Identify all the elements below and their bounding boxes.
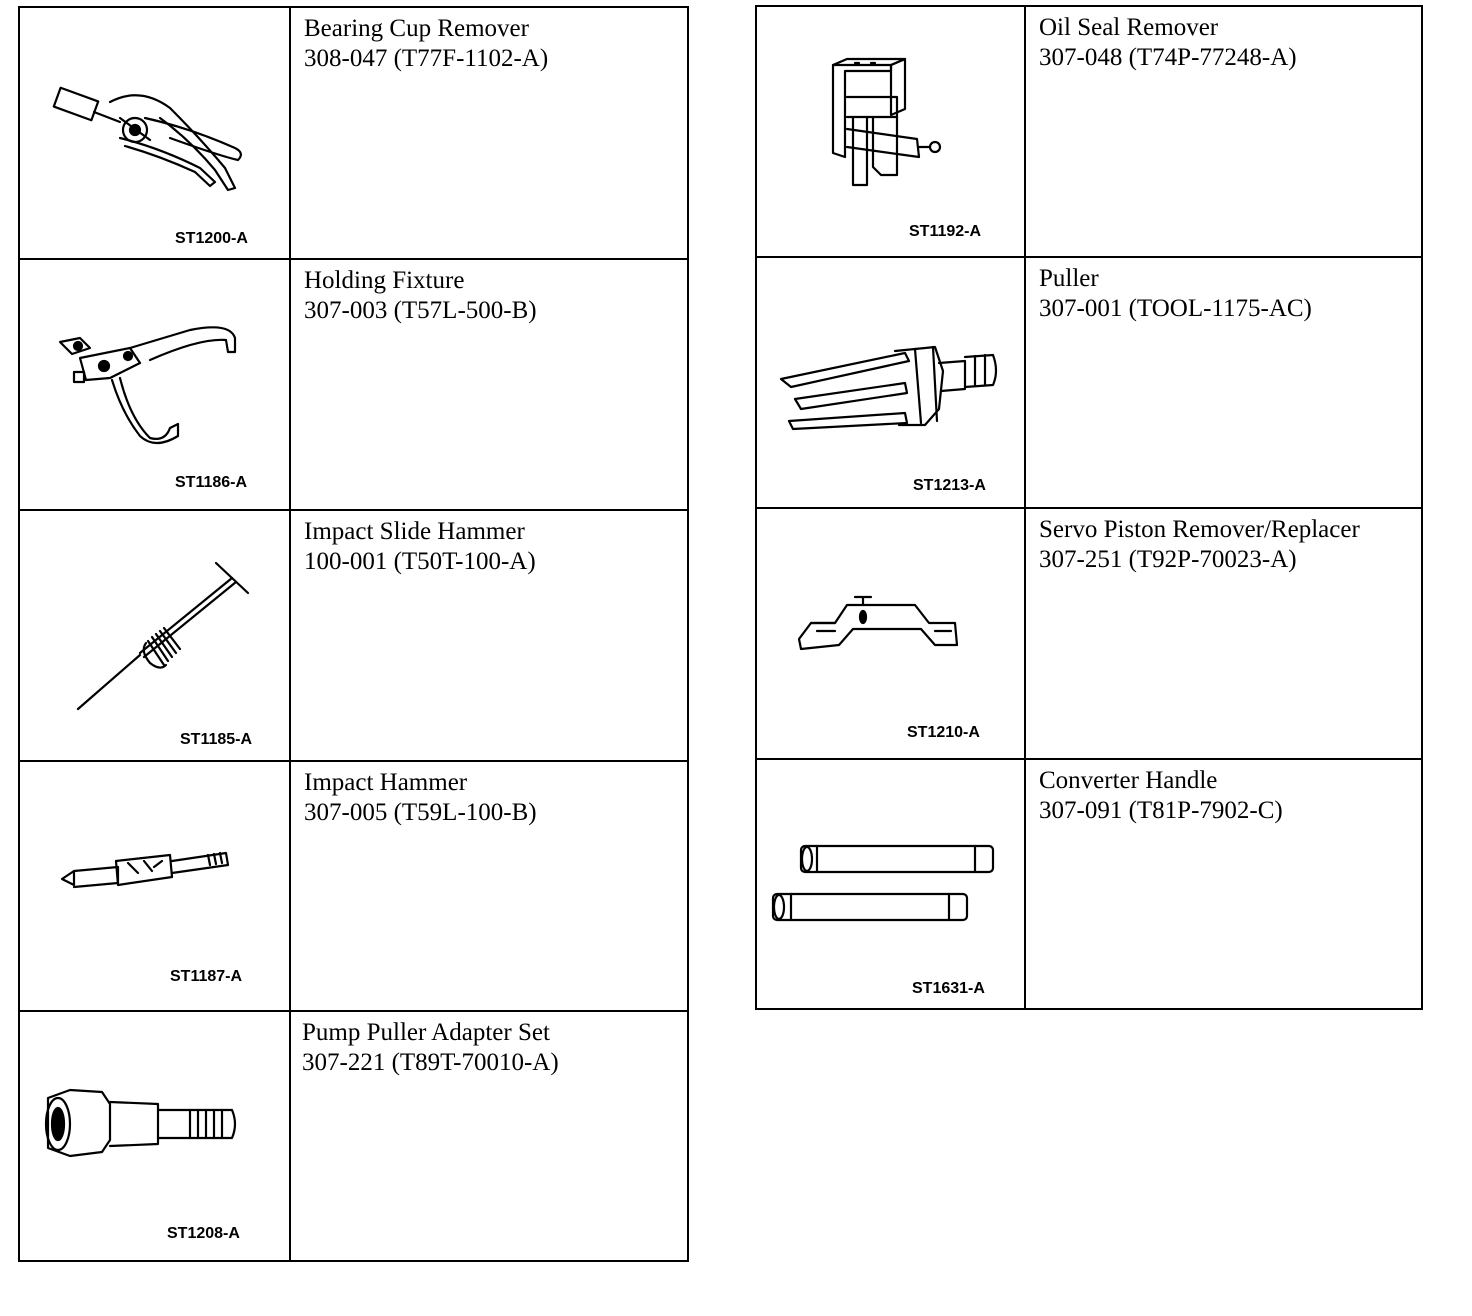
- tool-image-cell: ST1192-A: [757, 7, 1026, 256]
- left-tool-table: ST1200-A Bearing Cup Remover 308-047 (T7…: [18, 6, 689, 1262]
- image-code: ST1213-A: [913, 477, 986, 494]
- tool-image-cell: ST1210-A: [757, 509, 1026, 758]
- tool-number: 307-091 (T81P-7902-C): [1039, 797, 1283, 824]
- tool-row: ST1210-A Servo Piston Remover/Replacer 3…: [757, 509, 1421, 760]
- tool-image-cell: ST1631-A: [757, 760, 1026, 1010]
- tool-text-cell: Impact Slide Hammer 100-001 (T50T-100-A): [291, 511, 687, 760]
- tool-number: 307-003 (T57L-500-B): [304, 297, 537, 324]
- tool-image-cell: ST1213-A: [757, 258, 1026, 507]
- servo-piston-tool-icon: [797, 595, 959, 651]
- tool-row: ST1200-A Bearing Cup Remover 308-047 (T7…: [20, 8, 687, 260]
- tool-number: 308-047 (T77F-1102-A): [304, 45, 549, 72]
- holding-fixture-icon: [58, 326, 237, 445]
- puller-icon: [779, 345, 998, 431]
- impact-hammer-icon: [60, 851, 230, 889]
- tool-row: ST1631-A Converter Handle 307-091 (T81P-…: [757, 760, 1421, 1010]
- impact-slide-hammer-icon: [76, 561, 250, 711]
- tool-number: 307-251 (T92P-70023-A): [1039, 546, 1297, 573]
- tool-number: 307-001 (TOOL-1175-AC): [1039, 295, 1312, 322]
- tool-name: Bearing Cup Remover: [304, 15, 529, 42]
- image-code: ST1185-A: [180, 731, 253, 748]
- tool-image-cell: ST1187-A: [20, 762, 291, 1010]
- bearing-cup-remover-icon: [52, 86, 242, 192]
- tool-text-cell: Oil Seal Remover 307-048 (T74P-77248-A): [1026, 7, 1421, 256]
- tool-name: Puller: [1039, 265, 1099, 292]
- tool-text-cell: Pump Puller Adapter Set 307-221 (T89T-70…: [289, 1012, 687, 1262]
- image-code: ST1192-A: [909, 223, 982, 240]
- tool-image-cell: ST1200-A: [20, 8, 291, 258]
- tool-name: Impact Slide Hammer: [304, 518, 525, 545]
- image-code: ST1208-A: [167, 1225, 240, 1242]
- image-code: ST1200-A: [175, 230, 248, 247]
- tool-name: Holding Fixture: [304, 267, 465, 294]
- tool-row: ST1187-A Impact Hammer 307-005 (T59L-100…: [20, 762, 687, 1012]
- converter-handle-icon: [771, 844, 995, 922]
- tool-number: 307-048 (T74P-77248-A): [1039, 44, 1297, 71]
- tool-name: Oil Seal Remover: [1039, 14, 1219, 41]
- image-code: ST1186-A: [175, 474, 248, 491]
- tool-text-cell: Bearing Cup Remover 308-047 (T77F-1102-A…: [291, 8, 687, 258]
- tool-number: 100-001 (T50T-100-A): [304, 548, 536, 575]
- tool-name: Impact Hammer: [304, 769, 468, 796]
- tool-text-cell: Converter Handle 307-091 (T81P-7902-C): [1026, 760, 1421, 1010]
- tool-image-cell: ST1208-A: [20, 1012, 291, 1262]
- tool-text-cell: Puller 307-001 (TOOL-1175-AC): [1026, 258, 1421, 507]
- tool-name: Converter Handle: [1039, 767, 1218, 794]
- image-code: ST1187-A: [170, 968, 243, 985]
- tool-name: Servo Piston Remover/Replacer: [1039, 516, 1360, 543]
- pump-puller-adapter-icon: [44, 1088, 237, 1158]
- image-code: ST1631-A: [912, 980, 985, 997]
- tool-image-cell: ST1185-A: [20, 511, 291, 760]
- tool-number: 307-005 (T59L-100-B): [304, 799, 537, 826]
- oil-seal-remover-icon: [831, 57, 942, 187]
- tool-image-cell: ST1186-A: [20, 260, 291, 509]
- right-tool-table: ST1192-A Oil Seal Remover 307-048 (T74P-…: [755, 5, 1423, 1010]
- tool-row: ST1192-A Oil Seal Remover 307-048 (T74P-…: [757, 7, 1421, 258]
- tool-name: Pump Puller Adapter Set: [302, 1019, 550, 1046]
- tool-text-cell: Holding Fixture 307-003 (T57L-500-B): [291, 260, 687, 509]
- tool-text-cell: Impact Hammer 307-005 (T59L-100-B): [291, 762, 687, 1010]
- tool-row: ST1208-A Pump Puller Adapter Set 307-221…: [20, 1012, 687, 1262]
- tool-number: 307-221 (T89T-70010-A): [302, 1049, 559, 1076]
- tool-text-cell: Servo Piston Remover/Replacer 307-251 (T…: [1026, 509, 1421, 758]
- tool-row: ST1186-A Holding Fixture 307-003 (T57L-5…: [20, 260, 687, 511]
- tool-row: ST1185-A Impact Slide Hammer 100-001 (T5…: [20, 511, 687, 762]
- image-code: ST1210-A: [907, 724, 980, 741]
- tool-row: ST1213-A Puller 307-001 (TOOL-1175-AC): [757, 258, 1421, 509]
